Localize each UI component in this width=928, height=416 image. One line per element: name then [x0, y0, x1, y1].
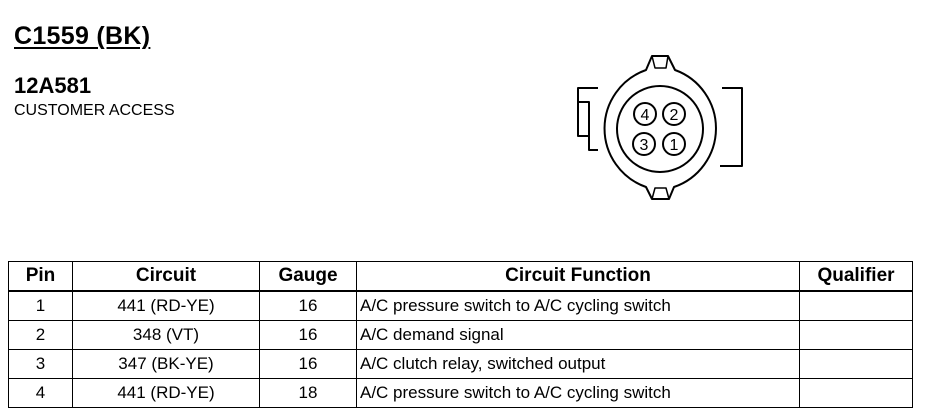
pin-cavity-4 — [633, 102, 657, 126]
cell-circuit: 347 (BK-YE) — [72, 349, 260, 379]
cell-qualifier — [799, 349, 913, 379]
cell-gauge: 18 — [259, 378, 357, 408]
cell-qualifier — [799, 320, 913, 350]
pin-cavity-1 — [662, 132, 686, 156]
pin-label-3: 3 — [640, 137, 649, 154]
cell-pin: 1 — [8, 290, 73, 321]
cell-pin: 3 — [8, 349, 73, 379]
connector-face-diagram: 4 2 3 1 — [577, 55, 743, 200]
header-qualifier: Qualifier — [799, 261, 913, 292]
pin-label-4: 4 — [641, 107, 650, 124]
cell-qualifier — [799, 290, 913, 321]
cell-circuit-function: A/C pressure switch to A/C cycling switc… — [356, 290, 800, 321]
cell-circuit-function: A/C clutch relay, switched output — [356, 349, 800, 379]
cell-pin: 2 — [8, 320, 73, 350]
cell-gauge: 16 — [259, 320, 357, 350]
cell-circuit: 441 (RD-YE) — [72, 290, 260, 321]
connector-location: CUSTOMER ACCESS — [14, 102, 175, 119]
header-pin: Pin — [8, 261, 73, 292]
cell-circuit: 348 (VT) — [72, 320, 260, 350]
table-row: 2 348 (VT) 16 A/C demand signal — [8, 320, 913, 350]
cell-pin: 4 — [8, 378, 73, 408]
part-number: 12A581 — [14, 73, 92, 98]
table-row: 3 347 (BK-YE) 16 A/C clutch relay, switc… — [8, 349, 913, 379]
pin-label-2: 2 — [670, 107, 679, 124]
header-circuit-function: Circuit Function — [356, 261, 800, 292]
table-row: 1 441 (RD-YE) 16 A/C pressure switch to … — [8, 290, 913, 321]
cell-circuit-function: A/C demand signal — [356, 320, 800, 350]
cell-qualifier — [799, 378, 913, 408]
table-row: 4 441 (RD-YE) 18 A/C pressure switch to … — [8, 378, 913, 408]
cell-circuit: 441 (RD-YE) — [72, 378, 260, 408]
cell-gauge: 16 — [259, 349, 357, 379]
connector-id: C1559 (BK) — [14, 22, 151, 50]
pin-cavity-2 — [662, 102, 686, 126]
cell-gauge: 16 — [259, 290, 357, 321]
header-gauge: Gauge — [259, 261, 357, 292]
pin-cavity-3 — [632, 132, 656, 156]
pin-table: Pin Circuit Gauge Circuit Function Quali… — [8, 261, 913, 408]
pin-label-1: 1 — [670, 137, 679, 154]
cell-circuit-function: A/C pressure switch to A/C cycling switc… — [356, 378, 800, 408]
header-circuit: Circuit — [72, 261, 260, 292]
table-header-row: Pin Circuit Gauge Circuit Function Quali… — [8, 261, 913, 292]
